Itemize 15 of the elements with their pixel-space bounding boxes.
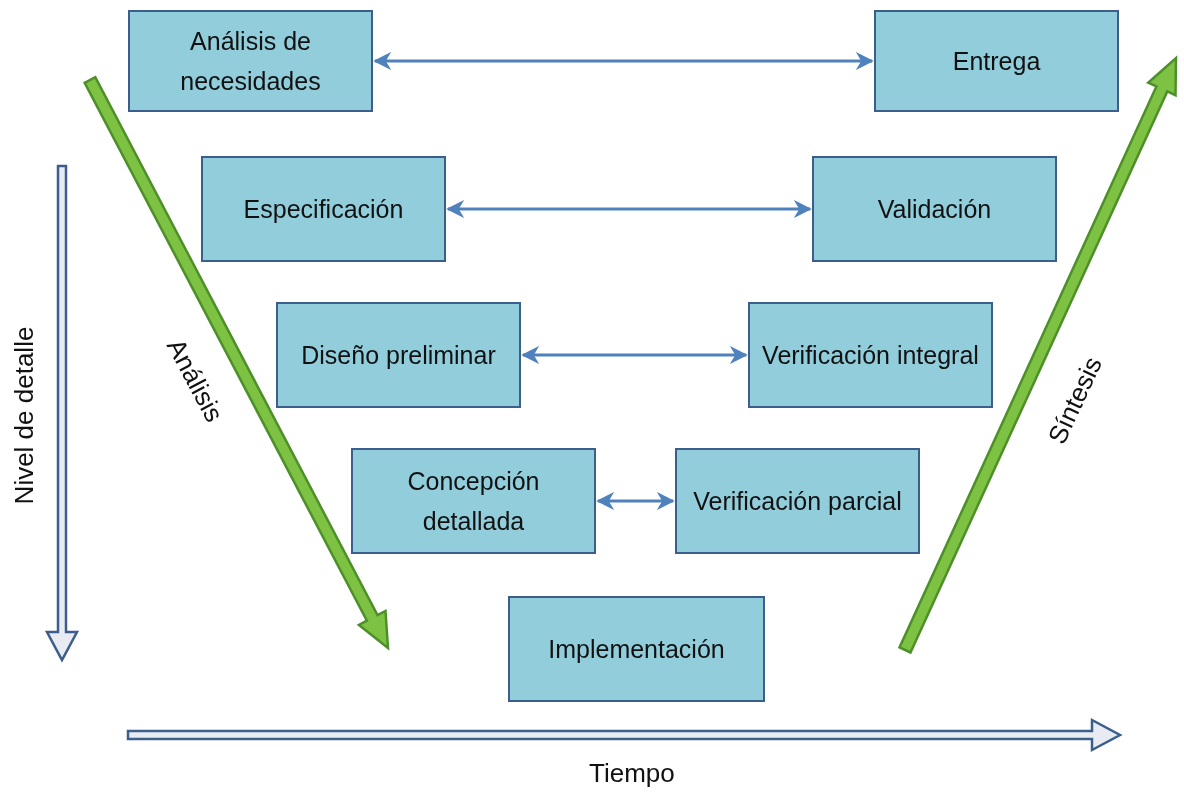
- process-box: Validación: [812, 156, 1057, 262]
- process-box: Análisis de necesidades: [128, 10, 373, 112]
- axis-label: Nivel de detalle: [9, 326, 41, 504]
- arrow: [521, 346, 748, 364]
- arrow: [373, 52, 874, 70]
- axis-label: Tiempo: [589, 757, 675, 789]
- process-box: Verificación integral: [748, 302, 993, 408]
- process-box: Implementación: [508, 596, 765, 702]
- process-box: Diseño preliminar: [276, 302, 521, 408]
- process-box: Entrega: [874, 10, 1119, 112]
- process-box: Verificación parcial: [675, 448, 920, 554]
- arrow: [596, 492, 675, 510]
- arrow: [446, 200, 812, 218]
- process-box: Concepción detallada: [351, 448, 596, 554]
- process-box: Especificación: [201, 156, 446, 262]
